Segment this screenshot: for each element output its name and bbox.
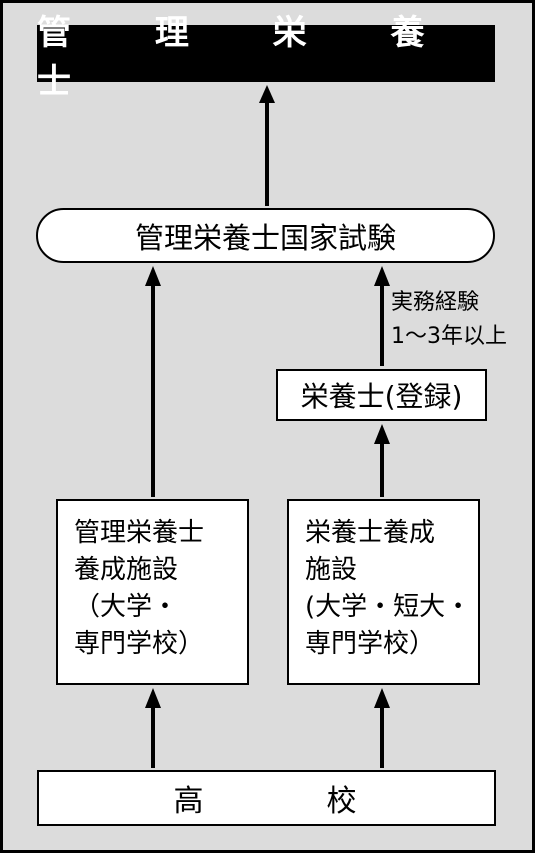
high-school-char-1: 高 [173,784,207,819]
title-banner: 管 理 栄 養 士 [37,13,495,102]
arrow-mgmt-facility-to-exam [145,266,161,497]
facility-line: 施設 [305,555,358,585]
experience-line-2: 1〜3年以上 [391,324,507,349]
title-text: 管 理 栄 養 士 [37,12,461,102]
dietitian-training-facility-box: 栄養士養成 施設 (大学・短大・ 専門学校） [287,499,480,685]
registered-dietitian-box: 栄養士(登録) [276,369,487,421]
arrow-diet-facility-to-registered [374,424,390,497]
facility-line: 養成施設 [74,555,179,585]
facility-line: 専門学校） [305,629,436,659]
arrow-registered-to-exam [374,266,390,366]
experience-line-1: 実務経験 [391,290,480,315]
national-exam-box: 管理栄養士国家試験 [36,208,495,263]
exam-label: 管理栄養士国家試験 [134,220,396,255]
facility-line: 専門学校） [74,629,205,659]
arrow-highschool-to-diet-facility [374,688,390,768]
experience-note: 実務経験 1〜3年以上 [391,286,531,354]
arrow-exam-to-title [259,85,275,206]
mgmt-dietitian-training-facility-box: 管理栄養士 養成施設 （大学・ 専門学校） [56,499,249,685]
facility-line: (大学・短大・ [305,592,472,622]
registered-label: 栄養士(登録) [300,380,463,413]
facility-line: 管理栄養士 [74,518,205,548]
arrow-highschool-to-mgmt-facility [145,688,161,768]
facility-line: （大学・ [74,592,179,622]
high-school-char-2: 校 [326,784,360,819]
high-school-box: 高 校 [37,770,496,826]
facility-line: 栄養士養成 [305,518,436,548]
